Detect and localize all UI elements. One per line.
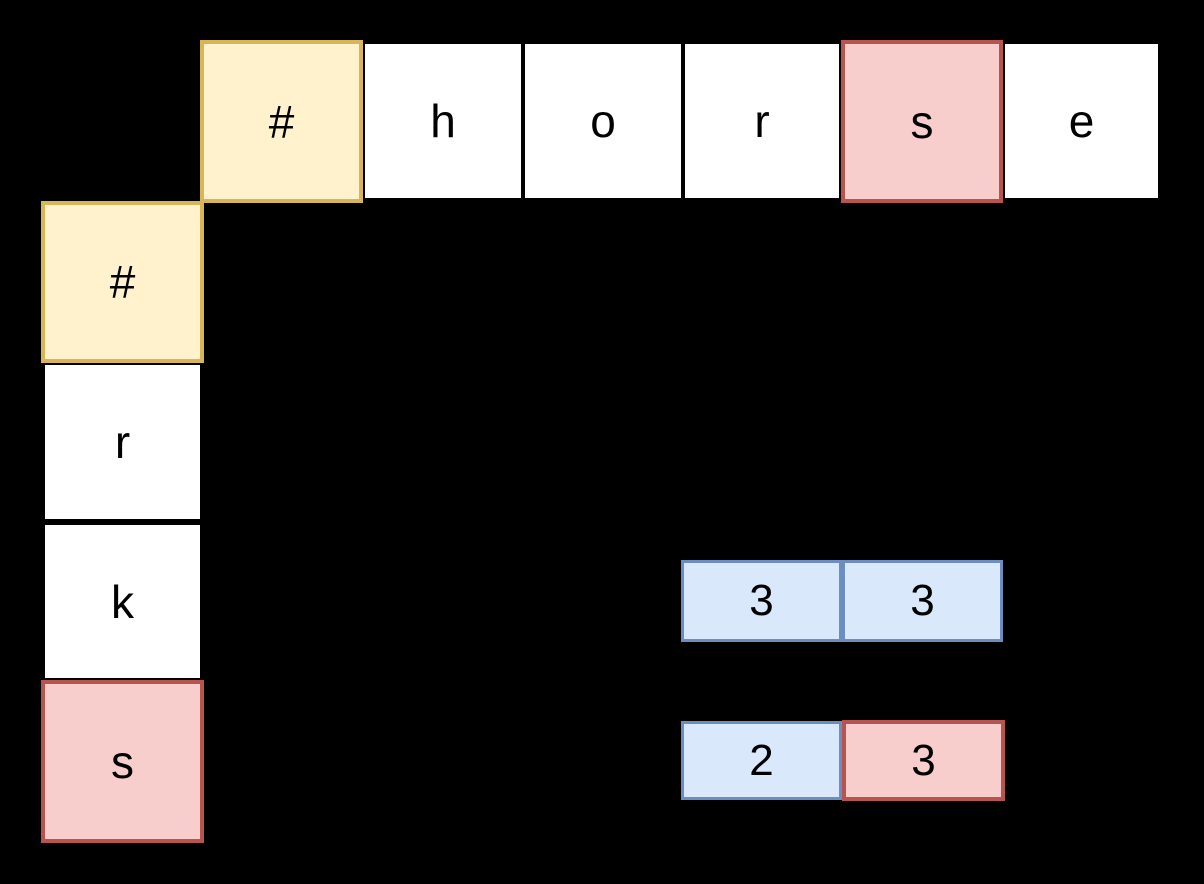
- cell-label: r: [114, 416, 131, 468]
- cell-label: 3: [911, 735, 936, 785]
- header-cell-r-left: r: [43, 363, 202, 521]
- cell-label: h: [430, 95, 456, 147]
- cell-label: r: [754, 95, 770, 147]
- header-cell-o: o: [523, 42, 683, 200]
- header-cell-k: k: [43, 523, 202, 680]
- cell-label: 3: [749, 576, 774, 625]
- value-cell-3b: 3: [842, 560, 1003, 642]
- value-cell-3a: 3: [681, 560, 842, 642]
- header-cell-h: h: [363, 42, 523, 200]
- cell-label: #: [109, 256, 136, 308]
- cell-label: e: [1068, 95, 1095, 147]
- header-cell-hash-top: #: [200, 40, 363, 203]
- value-cell-3-red: 3: [842, 720, 1005, 801]
- value-cell-2: 2: [681, 721, 842, 800]
- header-cell-r-top: r: [683, 42, 841, 200]
- cell-label: s: [910, 95, 934, 148]
- cell-label: #: [268, 95, 295, 148]
- cell-label: 3: [910, 576, 935, 625]
- header-cell-s-left: s: [41, 680, 204, 843]
- header-cell-s-top: s: [841, 40, 1003, 203]
- cell-label: s: [111, 735, 134, 788]
- header-cell-e: e: [1003, 42, 1160, 200]
- cell-label: 2: [749, 735, 774, 785]
- cell-label: o: [590, 95, 616, 147]
- cell-label: k: [111, 575, 134, 628]
- header-cell-hash-left: #: [41, 201, 204, 363]
